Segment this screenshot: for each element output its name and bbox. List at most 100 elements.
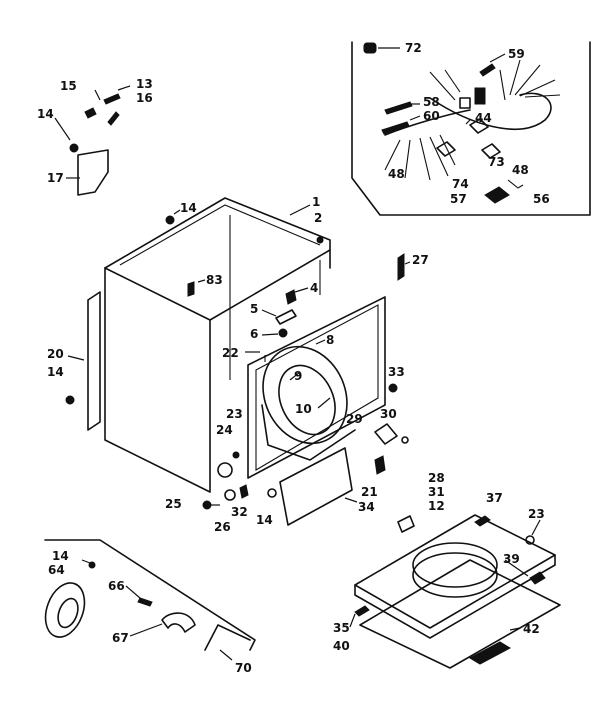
- front-panel-inner: [255, 304, 379, 471]
- callout-27: 27: [412, 253, 429, 267]
- callout-16: 16: [136, 91, 153, 105]
- top-left-hardware: [69, 93, 121, 196]
- part-58-terminal: [474, 87, 486, 105]
- callout-14-top: 14: [37, 107, 54, 121]
- callout-30: 30: [380, 407, 397, 421]
- callout-29: 29: [346, 412, 363, 426]
- cabinet-top-edge: [104, 197, 331, 269]
- callout-12: 12: [428, 499, 445, 513]
- callout-15: 15: [60, 79, 77, 93]
- part-73-connector: [481, 143, 501, 159]
- callout-14-front: 14: [256, 513, 273, 527]
- callout-37: 37: [486, 491, 503, 505]
- part-64-motor-hub: [57, 597, 79, 629]
- part-14-screw-e: [88, 561, 96, 569]
- part-60-bolt: [381, 121, 410, 135]
- part-21-screw: [374, 455, 386, 475]
- part-67-clip: [161, 612, 196, 633]
- callout-23-cabinet: 23: [226, 407, 243, 421]
- base-side-edge: [354, 554, 556, 639]
- part-59-screw: [479, 63, 496, 77]
- part-27-rod: [397, 253, 405, 281]
- callout-58: 58: [423, 95, 440, 109]
- part-33-grommet: [388, 383, 398, 393]
- part-64-motor: [44, 582, 86, 638]
- part-13-screw: [103, 93, 121, 105]
- part-37-clip: [474, 515, 491, 527]
- part-58-bolt: [384, 101, 413, 115]
- callout-5: 5: [250, 302, 258, 316]
- callout-2: 2: [314, 211, 322, 225]
- bottom-left-group: [44, 539, 256, 651]
- part-9-door-seal: [262, 345, 348, 445]
- callout-20: 20: [47, 347, 64, 361]
- wire-leads-top: [499, 59, 561, 101]
- leader-lines: [54, 47, 541, 661]
- part-35-clip: [354, 605, 370, 617]
- callout-35: 35: [333, 621, 350, 635]
- part-14-screw-c: [65, 395, 75, 405]
- cabinet-top-flange: [119, 204, 321, 266]
- part-14-screw-d: [267, 488, 277, 498]
- part-24-foot: [217, 462, 233, 478]
- callout-14-motor: 14: [52, 549, 69, 563]
- callout-24: 24: [216, 423, 233, 437]
- blower-housing-bottom: [412, 552, 498, 598]
- wire-leads-bottom: [384, 134, 456, 181]
- part-2-screw: [316, 236, 324, 244]
- cabinet-side-panel: [104, 267, 211, 493]
- part-57-block: [484, 186, 510, 204]
- callout-33: 33: [388, 365, 405, 379]
- part-14-screw-b: [165, 215, 175, 225]
- part-32-screw: [239, 484, 249, 499]
- part-83-screw: [187, 281, 195, 297]
- callout-9: 9: [294, 369, 302, 383]
- callout-21: 21: [361, 485, 378, 499]
- part-15-clip: [84, 107, 97, 119]
- base-group: [354, 514, 561, 669]
- wire-harness-main: [429, 92, 552, 130]
- part-26-foot: [224, 489, 236, 501]
- callout-48-right: 48: [512, 163, 529, 177]
- callout-14-side: 14: [47, 365, 64, 379]
- callout-17: 17: [47, 171, 64, 185]
- part-6-screw: [278, 328, 288, 338]
- callout-31: 31: [428, 485, 445, 499]
- callout-1: 1: [312, 195, 320, 209]
- callout-74: 74: [452, 177, 469, 191]
- callout-48-left: 48: [388, 167, 405, 181]
- part-64-bracket-line: [44, 539, 256, 651]
- part-14-screw-a: [69, 143, 79, 153]
- callout-6: 6: [250, 327, 258, 341]
- part-39-foot: [529, 571, 546, 585]
- callout-72: 72: [405, 41, 422, 55]
- part-66-screw: [137, 597, 153, 607]
- callout-28: 28: [428, 471, 445, 485]
- callout-67: 67: [112, 631, 129, 645]
- callout-4: 4: [310, 281, 318, 295]
- wire-harness-group: [351, 41, 591, 216]
- callout-56: 56: [533, 192, 550, 206]
- callout-23-base: 23: [528, 507, 545, 521]
- wire-leads-mid: [429, 69, 461, 101]
- part-30-screw: [401, 436, 409, 444]
- callout-10: 10: [295, 402, 312, 416]
- callout-13: 13: [136, 77, 153, 91]
- part-29-switch: [374, 423, 398, 445]
- part-74-connector: [436, 141, 456, 157]
- callout-83: 83: [206, 273, 223, 287]
- part-70-rod: [204, 624, 251, 651]
- callout-44: 44: [475, 111, 492, 125]
- callout-14-cabinet: 14: [180, 201, 197, 215]
- callout-labels: 72 59 58 60 44 73 48 48 74 57 56 15 13 1…: [37, 41, 550, 675]
- part-4-clip: [285, 289, 297, 305]
- callout-59: 59: [508, 47, 525, 61]
- part-42-cover: [468, 641, 512, 665]
- part-5-bracket: [275, 309, 297, 325]
- cabinet-group: [65, 197, 409, 526]
- part-10-drum-opening: [278, 364, 336, 436]
- part-60-terminal: [459, 97, 471, 109]
- callout-26: 26: [214, 520, 231, 534]
- callout-60: 60: [423, 109, 440, 123]
